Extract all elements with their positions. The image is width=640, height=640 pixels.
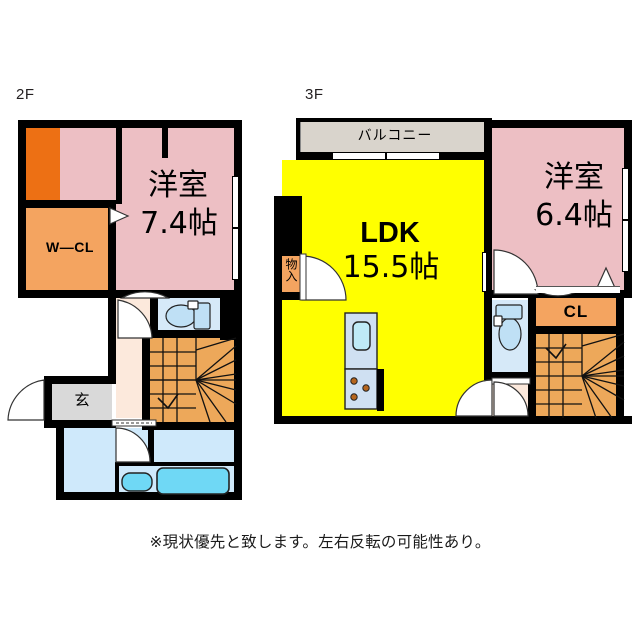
room-label-balcony-3f: バルコニー xyxy=(357,128,433,144)
wall-3f-stair-left xyxy=(528,330,536,422)
wall-3f-toilet-bottom xyxy=(484,372,536,380)
wall-2f-basin-left xyxy=(115,462,119,496)
room-label-ldk-3f: LDK xyxy=(360,217,420,249)
wall-2f-top xyxy=(18,120,242,128)
room-size-bedroom-2f: 7.4帖 xyxy=(140,206,218,241)
room-fill-storage-3f xyxy=(278,254,300,298)
wall-2f-stair-left xyxy=(142,338,150,430)
wall-3f-storage-bottom xyxy=(274,292,300,300)
room-label-entrance-2f: 玄 xyxy=(74,391,90,409)
wall-2f-mid-horizontal xyxy=(116,290,242,298)
window-3f-bedroom-lower xyxy=(622,220,629,272)
room-fill-stairs-3f xyxy=(536,334,624,422)
wall-3f-ldk-bedroom-divider xyxy=(484,120,492,298)
wall-3f-bottom-right xyxy=(484,416,632,424)
wall-2f-toilet-left xyxy=(150,296,158,338)
wall-3f-bedroom-top xyxy=(484,120,632,128)
sliding-door-3f-balcony-right xyxy=(386,152,440,160)
wall-2f-wcl-bottom xyxy=(18,290,116,298)
floor-label-2f: 2F xyxy=(16,86,35,103)
room-label-bedroom-2f: 洋室 xyxy=(148,168,208,203)
wall-3f-closet-bottom xyxy=(528,326,624,334)
wall-3f-left xyxy=(274,196,282,424)
floor-plan-3f: バルコニー LDK 15.5帖 洋室 6.4帖 CL 物入 xyxy=(274,118,632,424)
room-fill-balcony-strip-2f xyxy=(26,128,60,206)
wall-3f-ldk-bottom xyxy=(274,416,492,424)
wall-2f-bath-left xyxy=(56,420,64,500)
wall-3f-right-lower xyxy=(616,290,624,424)
sliding-door-3f-balcony-left xyxy=(332,152,386,160)
room-label-closet-3f: CL xyxy=(563,302,589,321)
room-size-ldk-3f: 15.5帖 xyxy=(342,250,440,285)
wall-2f-bath-divider xyxy=(148,428,154,464)
wall-2f-toilet-right xyxy=(220,296,242,340)
wall-3f-balcony-left xyxy=(296,118,300,156)
room-fill-entrance-2f xyxy=(52,382,112,424)
wall-2f-bedroom-nub-left xyxy=(116,126,122,204)
wall-2f-stair-bottom xyxy=(142,422,242,430)
room-label-storage-3f: 物入 xyxy=(284,258,298,282)
wall-2f-stair-right xyxy=(234,330,242,430)
wall-2f-bath-top-left xyxy=(56,420,116,428)
window-3f-bedroom-upper xyxy=(622,168,629,220)
floor-plan-2f: 洋室 7.4帖 W—CL 玄 xyxy=(0,0,260,520)
wall-2f-hall-left xyxy=(108,296,116,382)
floor-label-3f: 3F xyxy=(305,86,324,103)
wall-2f-entrance-top xyxy=(44,376,116,384)
window-3f-ldk-side xyxy=(482,252,487,292)
window-2f-bedroom-lower xyxy=(232,228,239,280)
wall-2f-basin-divider xyxy=(115,462,155,466)
wall-2f-left-mid xyxy=(18,200,26,296)
wall-2f-bath-right xyxy=(234,428,242,500)
room-size-bedroom-3f: 6.4帖 xyxy=(535,198,613,233)
wall-3f-balcony-top xyxy=(296,118,492,122)
room-label-walk-in-closet-2f: W—CL xyxy=(46,239,94,255)
wall-2f-bath-bottom xyxy=(56,492,242,500)
wall-2f-bedroom-nub-corner xyxy=(116,126,122,132)
room-fill-closet-3f xyxy=(534,296,618,330)
wall-2f-bedroom-nub-right xyxy=(162,126,168,158)
wall-2f-wcl-right xyxy=(108,200,116,304)
wall-2f-wcl-top xyxy=(18,200,116,208)
room-fill-toilet-3f xyxy=(492,300,528,376)
door-threshold-3f-bedroom xyxy=(536,286,620,293)
wall-2f-left-upper xyxy=(18,120,26,208)
wall-3f-toilet-left xyxy=(484,296,492,380)
room-fill-walk-in-closet-2f xyxy=(24,208,116,296)
disclaimer-caption: ※現状優先と致します。左右反転の可能性あり。 xyxy=(149,533,491,551)
wall-2f-tub-divider xyxy=(148,462,238,466)
wall-2f-toilet-bottom xyxy=(150,330,242,338)
room-fill-ldk-3f xyxy=(282,160,490,422)
window-2f-bedroom-upper xyxy=(232,176,239,228)
room-label-bedroom-3f: 洋室 xyxy=(544,160,604,195)
wall-2f-entrance-left xyxy=(44,376,52,428)
